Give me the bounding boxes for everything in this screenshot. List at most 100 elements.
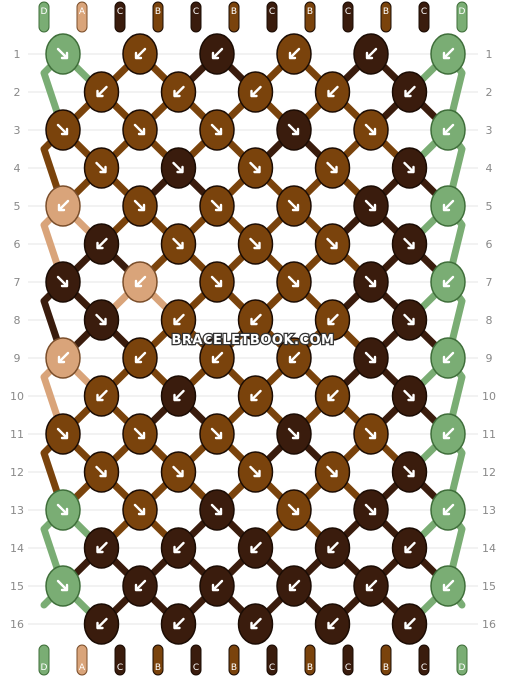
arrow-down-left-icon xyxy=(96,389,108,402)
knot xyxy=(83,375,120,417)
arrow-down-right-icon xyxy=(249,237,261,250)
arrow-down-right-icon xyxy=(133,199,146,212)
knot xyxy=(122,489,158,531)
arrow-down-right-icon xyxy=(133,503,146,516)
knot xyxy=(237,71,274,113)
arrow-down-left-icon xyxy=(57,351,70,364)
knot xyxy=(353,185,389,227)
arrow-down-right-icon xyxy=(364,199,377,212)
arrow-down-right-icon xyxy=(95,313,107,326)
knot xyxy=(83,603,120,645)
arrow-down-left-icon xyxy=(404,85,416,98)
arrow-down-left-icon xyxy=(404,541,416,554)
arrow-down-right-icon xyxy=(403,237,415,250)
arrow-down-right-icon xyxy=(249,161,261,174)
arrow-down-left-icon xyxy=(442,579,455,592)
knot xyxy=(45,185,81,227)
arrow-down-right-icon xyxy=(133,427,146,440)
bottom-strand xyxy=(190,644,202,676)
arrow-down-left-icon xyxy=(211,47,224,60)
knot xyxy=(430,565,466,607)
arrow-down-right-icon xyxy=(210,427,223,440)
arrow-down-right-icon xyxy=(56,427,69,440)
knot xyxy=(83,223,120,265)
knot xyxy=(314,147,351,189)
top-strand-letter: D xyxy=(41,7,48,17)
knot xyxy=(199,109,235,151)
row-number-left: 5 xyxy=(14,200,21,213)
knot xyxy=(353,109,389,151)
arrow-down-right-icon xyxy=(56,579,69,592)
top-strand-letter: B xyxy=(383,7,389,17)
row-number-left: 10 xyxy=(10,390,24,403)
arrow-down-right-icon xyxy=(56,123,69,136)
arrow-down-right-icon xyxy=(403,161,415,174)
arrow-down-right-icon xyxy=(287,275,300,288)
arrow-down-right-icon xyxy=(210,123,223,136)
knot xyxy=(237,147,274,189)
knot xyxy=(391,71,428,113)
arrow-down-left-icon xyxy=(442,123,455,136)
arrow-down-left-icon xyxy=(134,47,147,60)
arrow-down-left-icon xyxy=(96,237,108,250)
row-number-left: 8 xyxy=(14,314,21,327)
knot xyxy=(430,185,466,227)
row-number-left: 14 xyxy=(10,542,24,555)
knot xyxy=(83,147,120,189)
knot xyxy=(45,33,81,75)
arrow-down-left-icon xyxy=(250,541,262,554)
bottom-strand xyxy=(304,644,316,676)
arrow-down-left-icon xyxy=(250,85,262,98)
arrow-down-right-icon xyxy=(210,199,223,212)
bottom-strand xyxy=(114,644,126,676)
arrow-down-left-icon xyxy=(173,313,185,326)
top-strand xyxy=(380,1,392,33)
top-strand-letter: C xyxy=(269,7,275,17)
knot xyxy=(237,375,274,417)
arrow-down-right-icon xyxy=(172,237,184,250)
bottom-strand-letter: C xyxy=(117,663,123,673)
row-number-right: 1 xyxy=(486,48,493,61)
top-strand xyxy=(418,1,430,33)
arrow-down-right-icon xyxy=(403,465,415,478)
top-strand xyxy=(114,1,126,33)
bottom-strand xyxy=(456,644,468,676)
bottom-strand xyxy=(76,644,88,676)
row-number-right: 5 xyxy=(486,200,493,213)
arrow-down-right-icon xyxy=(364,123,377,136)
knot xyxy=(276,109,312,151)
knot xyxy=(160,71,197,113)
bottom-strand xyxy=(380,644,392,676)
knot xyxy=(430,489,466,531)
knot xyxy=(276,185,312,227)
knot xyxy=(353,565,389,607)
arrow-down-left-icon xyxy=(57,199,70,212)
arrow-down-left-icon xyxy=(96,541,108,554)
row-number-left: 7 xyxy=(14,276,21,289)
arrow-down-left-icon xyxy=(288,351,301,364)
knot xyxy=(276,413,312,455)
arrow-down-left-icon xyxy=(327,617,339,630)
knot xyxy=(353,489,389,531)
top-strand-letter: C xyxy=(421,7,427,17)
top-strand xyxy=(152,1,164,33)
arrow-down-right-icon xyxy=(403,389,415,402)
bottom-strand-letter: B xyxy=(155,663,161,673)
arrow-down-left-icon xyxy=(173,85,185,98)
arrow-down-left-icon xyxy=(250,389,262,402)
knot xyxy=(314,375,351,417)
knot xyxy=(276,337,312,379)
knot xyxy=(353,337,389,379)
arrow-down-left-icon xyxy=(173,389,185,402)
arrow-down-left-icon xyxy=(442,351,455,364)
knot xyxy=(160,603,197,645)
knot xyxy=(391,147,428,189)
knot xyxy=(122,565,158,607)
row-number-left: 11 xyxy=(10,428,24,441)
arrow-down-left-icon xyxy=(288,47,301,60)
arrow-down-left-icon xyxy=(288,579,301,592)
knot xyxy=(430,337,466,379)
knot xyxy=(199,185,235,227)
arrow-down-left-icon xyxy=(134,579,147,592)
